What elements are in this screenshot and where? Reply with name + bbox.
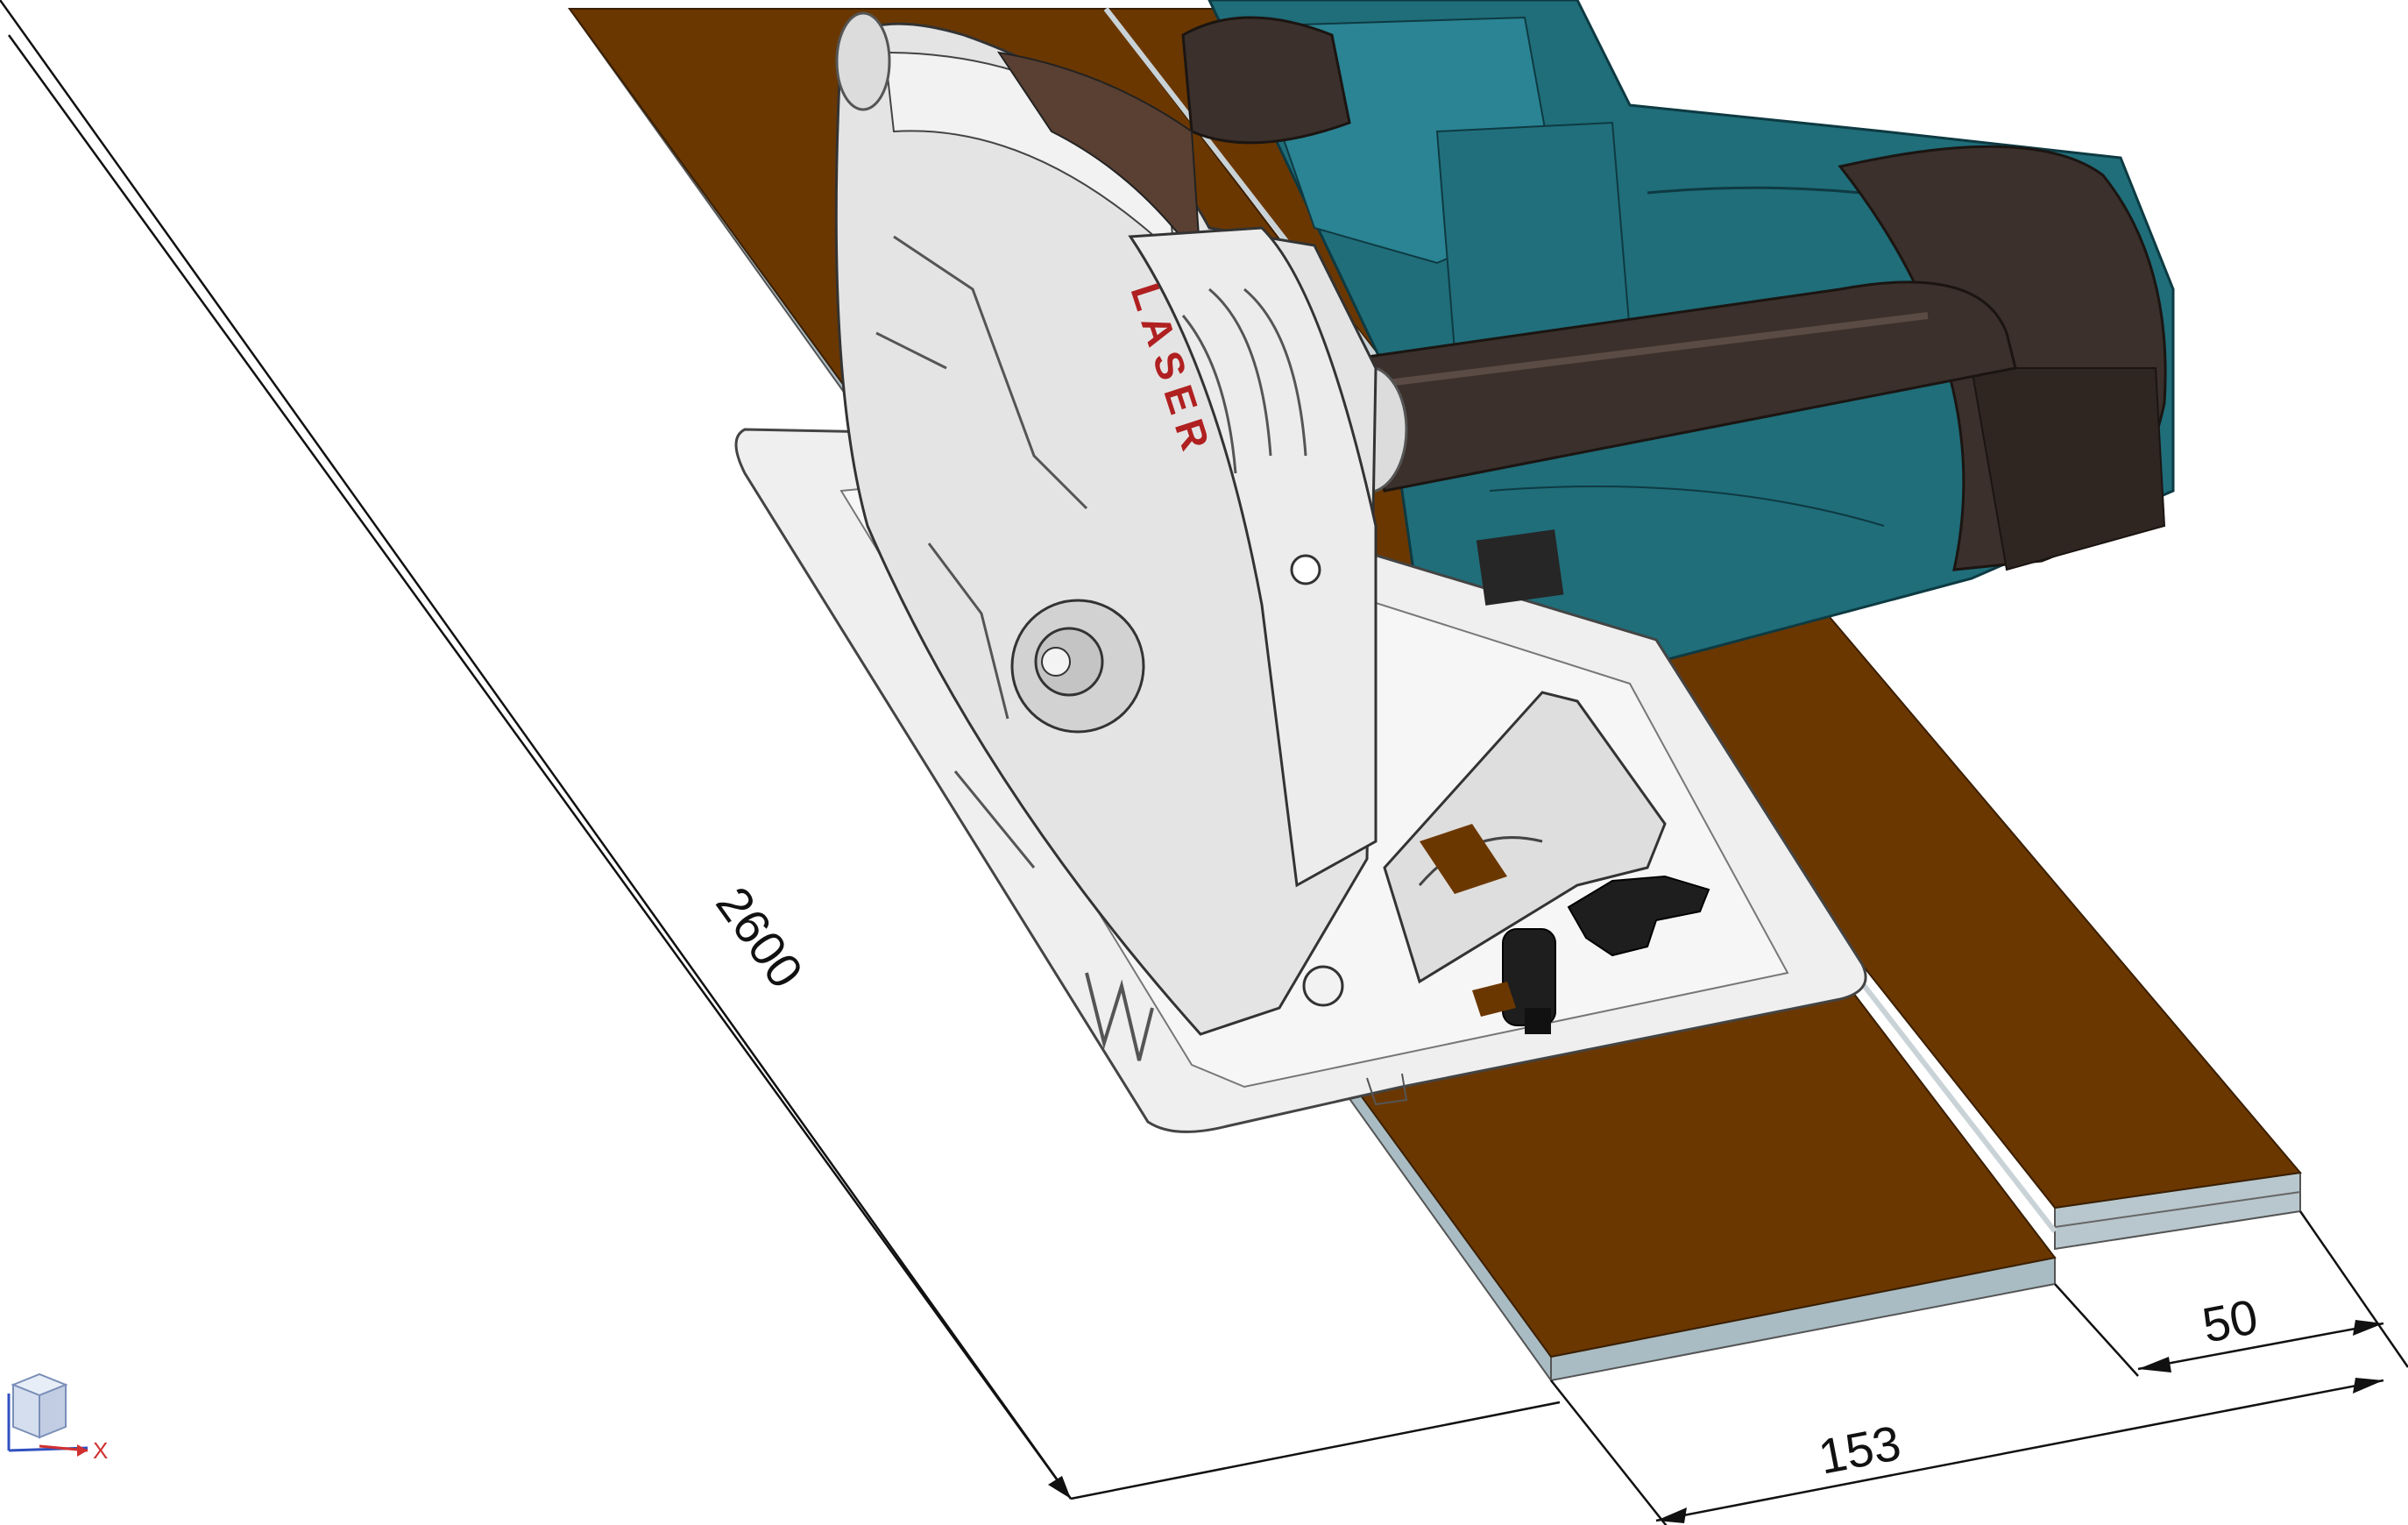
depth-lock-knob [1567,875,1710,957]
bevel-adjust [1302,691,1710,1034]
bevel-lock-knob [1502,928,1556,1034]
width-dimension-line [1655,1379,2384,1522]
laser-housing [1128,226,1378,888]
offcut-dimension-line [2137,1322,2384,1371]
width-dimension-label: 153 [1814,1415,1905,1485]
dimension-arrows [1048,1320,2383,1523]
length-dimension-line [7,34,1073,1500]
offcut-dimension-label: 50 [2198,1288,2262,1353]
blade-guard: LASER [834,11,1378,1061]
axis-x-label: X [93,1437,108,1464]
side-clip [1476,529,1564,606]
axis-triad-icon: X [7,1372,108,1464]
length-dimension-label: 2600 [705,876,814,997]
